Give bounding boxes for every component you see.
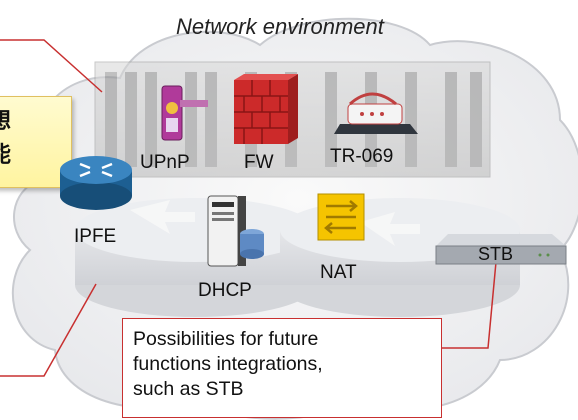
callout-line-1: 想: [0, 109, 12, 134]
note-line-3: such as STB: [133, 378, 244, 400]
diagram-title: Network environment: [176, 14, 384, 39]
fw-label: FW: [244, 152, 274, 173]
dhcp-label: DHCP: [198, 280, 252, 301]
upnp-label: UPnP: [140, 152, 190, 173]
callout-line-2: 能: [0, 143, 12, 168]
ipfe-label: IPFE: [74, 226, 117, 247]
note-line-1: Possibilities for future: [133, 328, 319, 350]
tr069-label: TR-069: [330, 146, 394, 167]
stb-label: STB: [478, 244, 514, 264]
note-line-2: functions integrations,: [133, 353, 323, 375]
future-integration-note: Possibilities for future functions integ…: [122, 318, 442, 418]
nat-label: NAT: [320, 262, 357, 283]
